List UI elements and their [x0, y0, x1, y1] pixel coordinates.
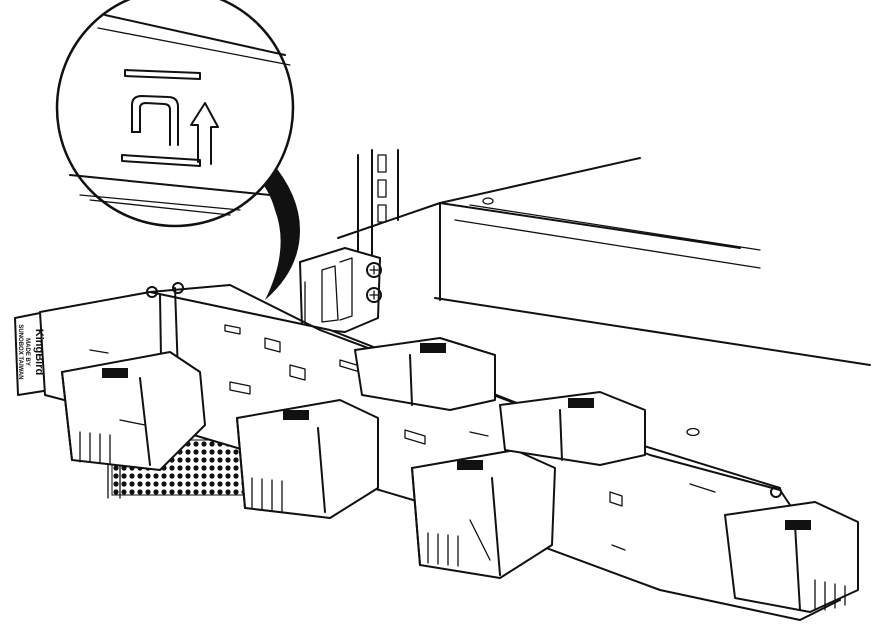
arm-origin-label: SUNOBOX TAIWAN [17, 324, 23, 379]
mounting-bracket [299, 247, 382, 333]
cable-clip [61, 351, 206, 471]
cable-clip [411, 449, 556, 579]
server-chassis [337, 157, 871, 437]
screw-icon [366, 287, 382, 303]
cable-clip [354, 337, 496, 411]
zoom-callout-icon [55, 0, 300, 300]
arm-made-by-label: MADE BY [24, 338, 30, 366]
cable-clip [724, 501, 859, 613]
tray-symbol-icon [131, 95, 179, 146]
up-arrow-icon [190, 102, 219, 165]
cable-clip [236, 399, 379, 519]
cable-clip [499, 391, 646, 466]
screw-icon [366, 262, 382, 278]
arm-brand-label: KingBird [33, 329, 45, 375]
